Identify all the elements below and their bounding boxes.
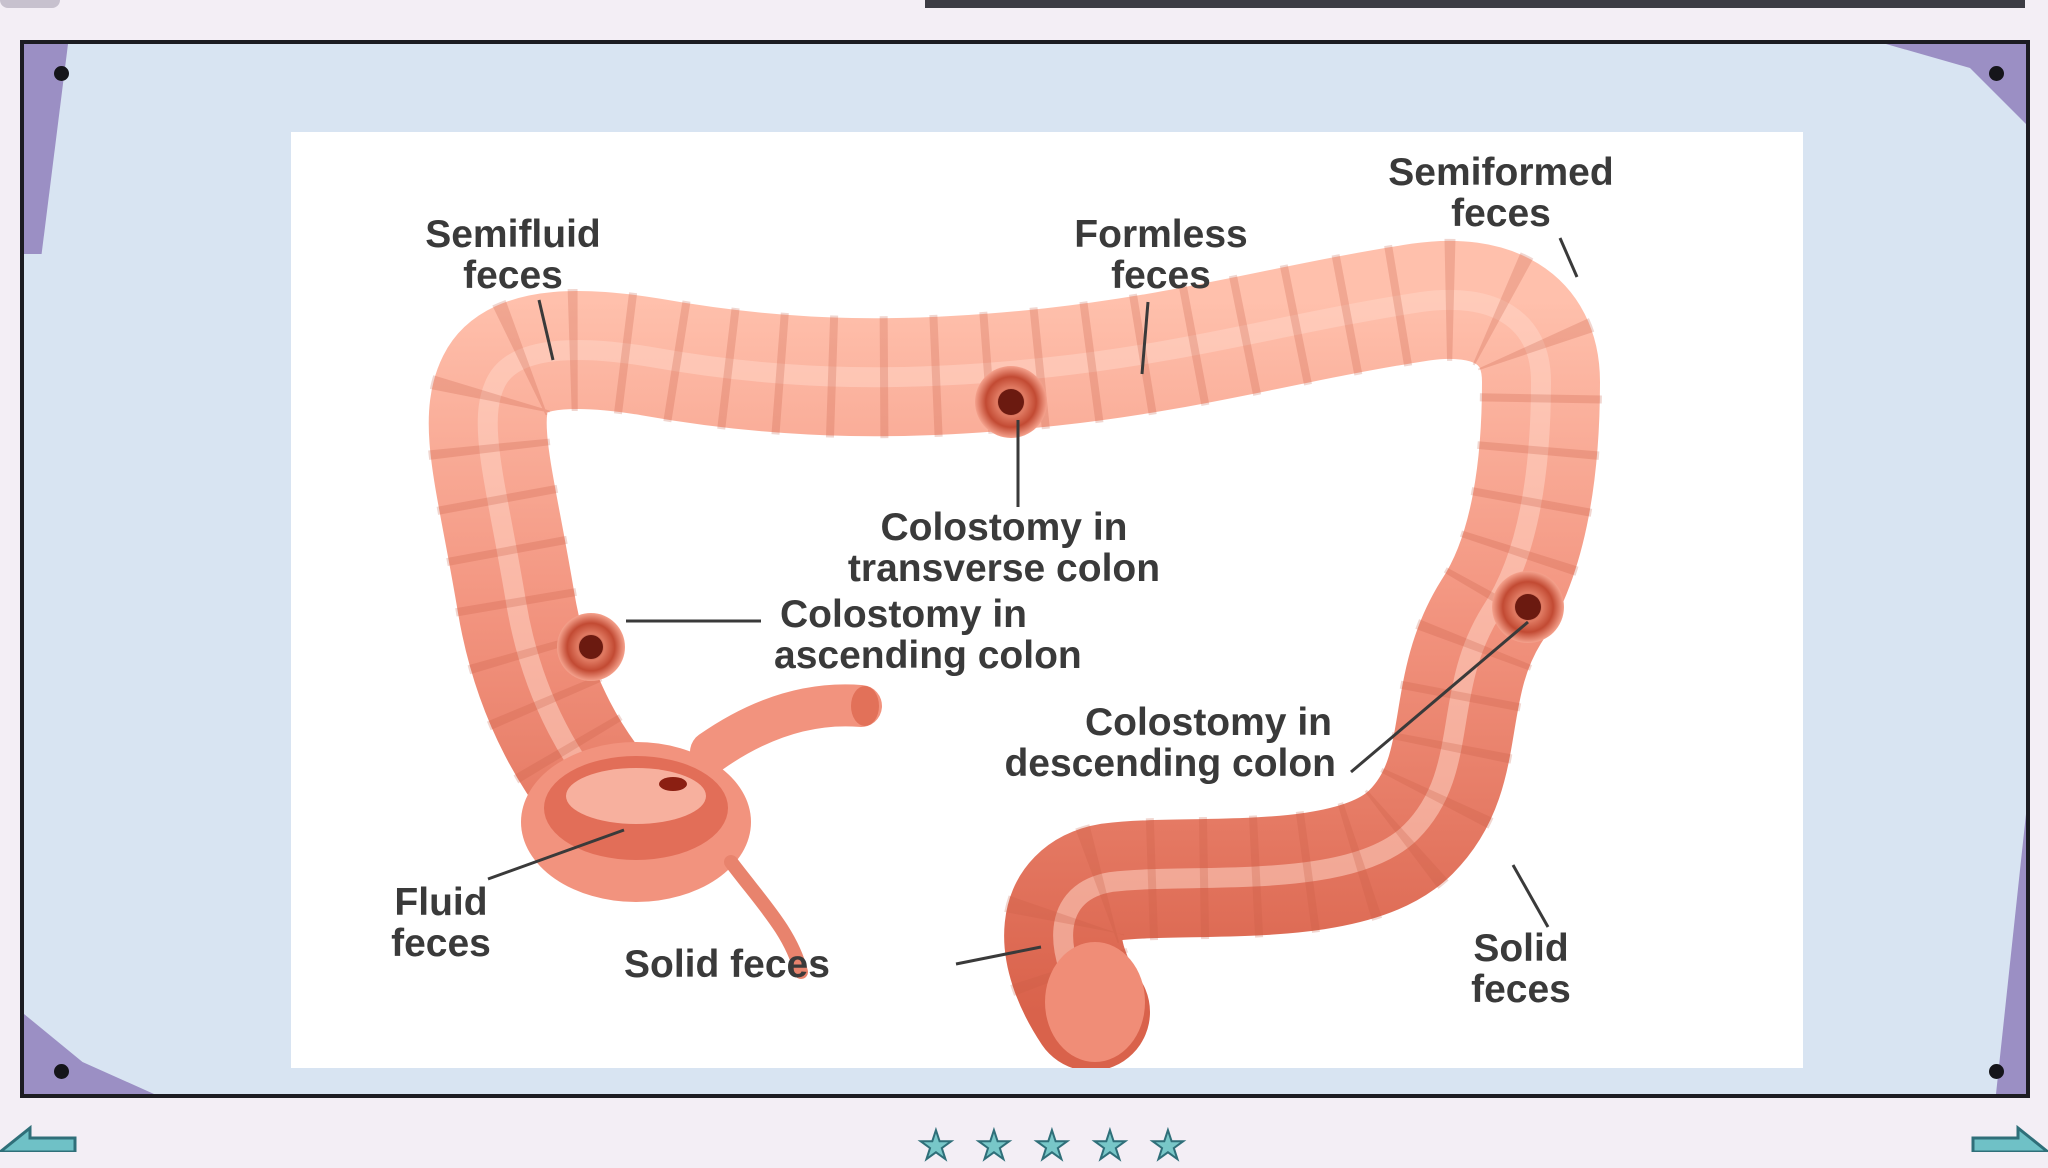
frame-corner-decoration	[24, 1014, 154, 1094]
star-icon[interactable]: ★	[917, 1124, 955, 1168]
star-icon[interactable]: ★	[975, 1124, 1013, 1168]
frame-rivet	[54, 1064, 69, 1079]
star-icon[interactable]: ★	[1149, 1124, 1187, 1168]
frame-rivet	[1989, 1064, 2004, 1079]
frame-corner-decoration	[1996, 814, 2026, 1094]
star-icon[interactable]: ★	[1091, 1124, 1129, 1168]
rectum	[1045, 942, 1145, 1062]
next-arrow-icon[interactable]	[1968, 1122, 2048, 1154]
colon-illustration	[426, 237, 1603, 1068]
frame-rivet	[54, 66, 69, 81]
stoma-ascending	[557, 613, 625, 681]
stoma-transverse	[975, 366, 1047, 438]
appendix	[724, 855, 808, 979]
stoma-descending	[1492, 571, 1564, 643]
top-left-tab	[0, 0, 60, 8]
star-rating-nav: ★ ★ ★ ★ ★	[917, 1124, 1196, 1168]
frame-rivet	[1989, 66, 2004, 81]
label-solid-feces-left: Solid feces	[624, 943, 830, 986]
star-icon[interactable]: ★	[1033, 1124, 1071, 1168]
prev-arrow-icon[interactable]	[0, 1122, 80, 1154]
frame-corner-decoration	[1886, 44, 2026, 124]
ileum	[690, 684, 882, 773]
leader-lines	[487, 237, 1579, 966]
top-bar	[925, 0, 2025, 8]
top-edge	[0, 0, 2048, 30]
